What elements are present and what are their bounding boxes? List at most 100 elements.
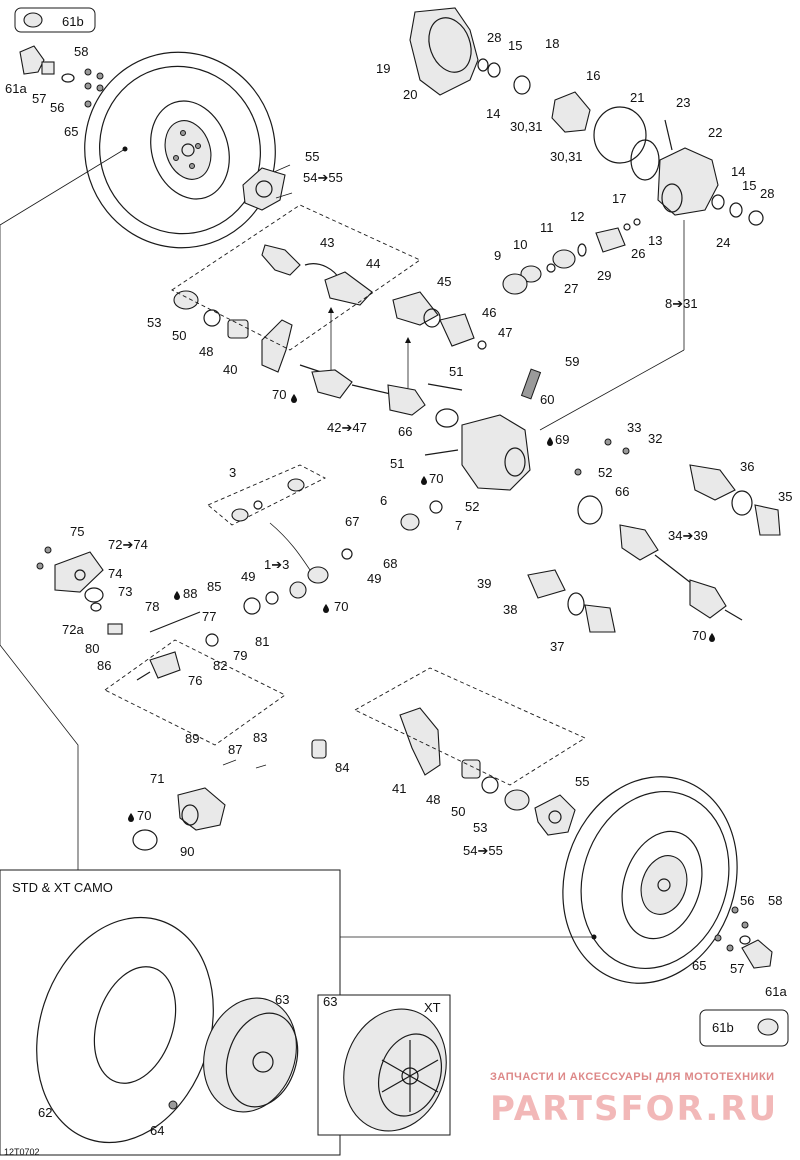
callout-62: 62 [38,1105,52,1120]
watermark-brand: PARTSFOR.RU [490,1089,778,1129]
variant-box [0,869,341,1156]
callout-76: 76 [188,673,202,688]
callout-82: 82 [213,658,227,673]
callout-28-b: 28 [760,186,774,201]
callout-16: 16 [586,68,600,83]
callout-67: 67 [345,514,359,529]
callout-55-b: 55 [575,774,589,789]
callout-66-b: 66 [615,484,629,499]
callout-7: 7 [455,518,462,533]
callout-87: 87 [228,742,242,757]
callout-61b-b: 61b [712,1020,734,1035]
callout-27: 27 [564,281,578,296]
wheel-nut-parts-top [14,7,104,108]
callout-22: 22 [708,125,722,140]
callout-63-a: 63 [275,992,289,1007]
callout-10: 10 [513,237,527,252]
callout-38: 38 [503,602,517,617]
callout-35: 35 [778,489,792,504]
callout-69: 69 [555,432,569,447]
callout-83: 83 [253,730,267,745]
front-differential-housing [409,7,764,226]
callout-14: 14 [486,106,500,121]
callout-1-3: 1➔3 [264,557,289,572]
callout-68: 68 [383,556,397,571]
xt-inset-title: XT [424,1000,441,1015]
callout-9: 9 [494,248,501,263]
callout-18: 18 [545,36,559,51]
callout-24: 24 [716,235,730,250]
callout-14-b: 14 [731,164,745,179]
callout-51-a: 51 [449,364,463,379]
callout-89: 89 [185,731,199,746]
callout-59: 59 [565,354,579,369]
callout-46: 46 [482,305,496,320]
callout-12: 12 [570,209,584,224]
callout-28: 28 [487,30,501,45]
actuator-assembly [36,546,286,746]
callout-30-31-a: 30,31 [510,119,543,134]
callout-48: 48 [199,344,213,359]
callout-84: 84 [335,760,349,775]
droplet-icon [128,394,715,822]
callout-48-b: 48 [426,792,440,807]
callout-29: 29 [597,268,611,283]
callout-70-b: 70 [429,471,443,486]
callout-43: 43 [320,235,334,250]
callout-58-b: 58 [768,893,782,908]
joint-detail-middle [205,464,443,647]
callout-78: 78 [145,599,159,614]
callout-70-e: 70 [137,808,151,823]
callout-61a: 61a [5,81,27,96]
callout-70-a: 70 [272,387,286,402]
hub-carrier-lower-left [132,739,327,851]
right-drive-shaft [527,464,781,633]
callout-90: 90 [180,844,194,859]
callout-33: 33 [627,420,641,435]
callout-15: 15 [508,38,522,53]
callout-41: 41 [392,781,406,796]
callout-66-a: 66 [398,424,412,439]
callout-15-b: 15 [742,178,756,193]
callout-57-b: 57 [730,961,744,976]
callout-72-74: 72➔74 [108,537,148,552]
callout-58: 58 [74,44,88,59]
callout-53: 53 [147,315,161,330]
center-differential [424,349,685,491]
callout-40: 40 [223,362,237,377]
callout-50-b: 50 [451,804,465,819]
callout-26: 26 [631,246,645,261]
callout-54-55: 54➔55 [303,170,343,185]
callout-56: 56 [50,100,64,115]
callout-70-c: 70 [334,599,348,614]
callout-47: 47 [498,325,512,340]
callout-57: 57 [32,91,46,106]
callout-61b: 61b [62,14,84,29]
callout-54-55-b: 54➔55 [463,843,503,858]
dash-frame-top [171,204,421,351]
callout-13: 13 [648,233,662,248]
front-tire-lower-right [562,776,738,984]
callout-79: 79 [233,648,247,663]
callout-8-31: 8➔31 [665,296,698,311]
callout-45: 45 [437,274,451,289]
callout-11: 11 [540,220,554,235]
callout-39: 39 [477,576,491,591]
left-drive-shaft [173,244,487,416]
wheel-hub-top [242,164,293,211]
callout-88: 88 [183,586,197,601]
callout-49-a: 49 [241,569,255,584]
callout-6: 6 [380,493,387,508]
callout-56-b: 56 [740,893,754,908]
pinion-gear-parts [502,218,685,350]
wheel-nut-parts-lower-right [699,906,789,1047]
diagram-code: 12T0702 [4,1147,40,1157]
callout-51-b: 51 [390,456,404,471]
callout-63-b: 63 [323,994,337,1009]
callout-70-d: 70 [692,628,706,643]
front-tire-top-left [84,51,276,249]
callout-3: 3 [229,465,236,480]
callout-61a-b: 61a [765,984,787,999]
callout-53-b: 53 [473,820,487,835]
